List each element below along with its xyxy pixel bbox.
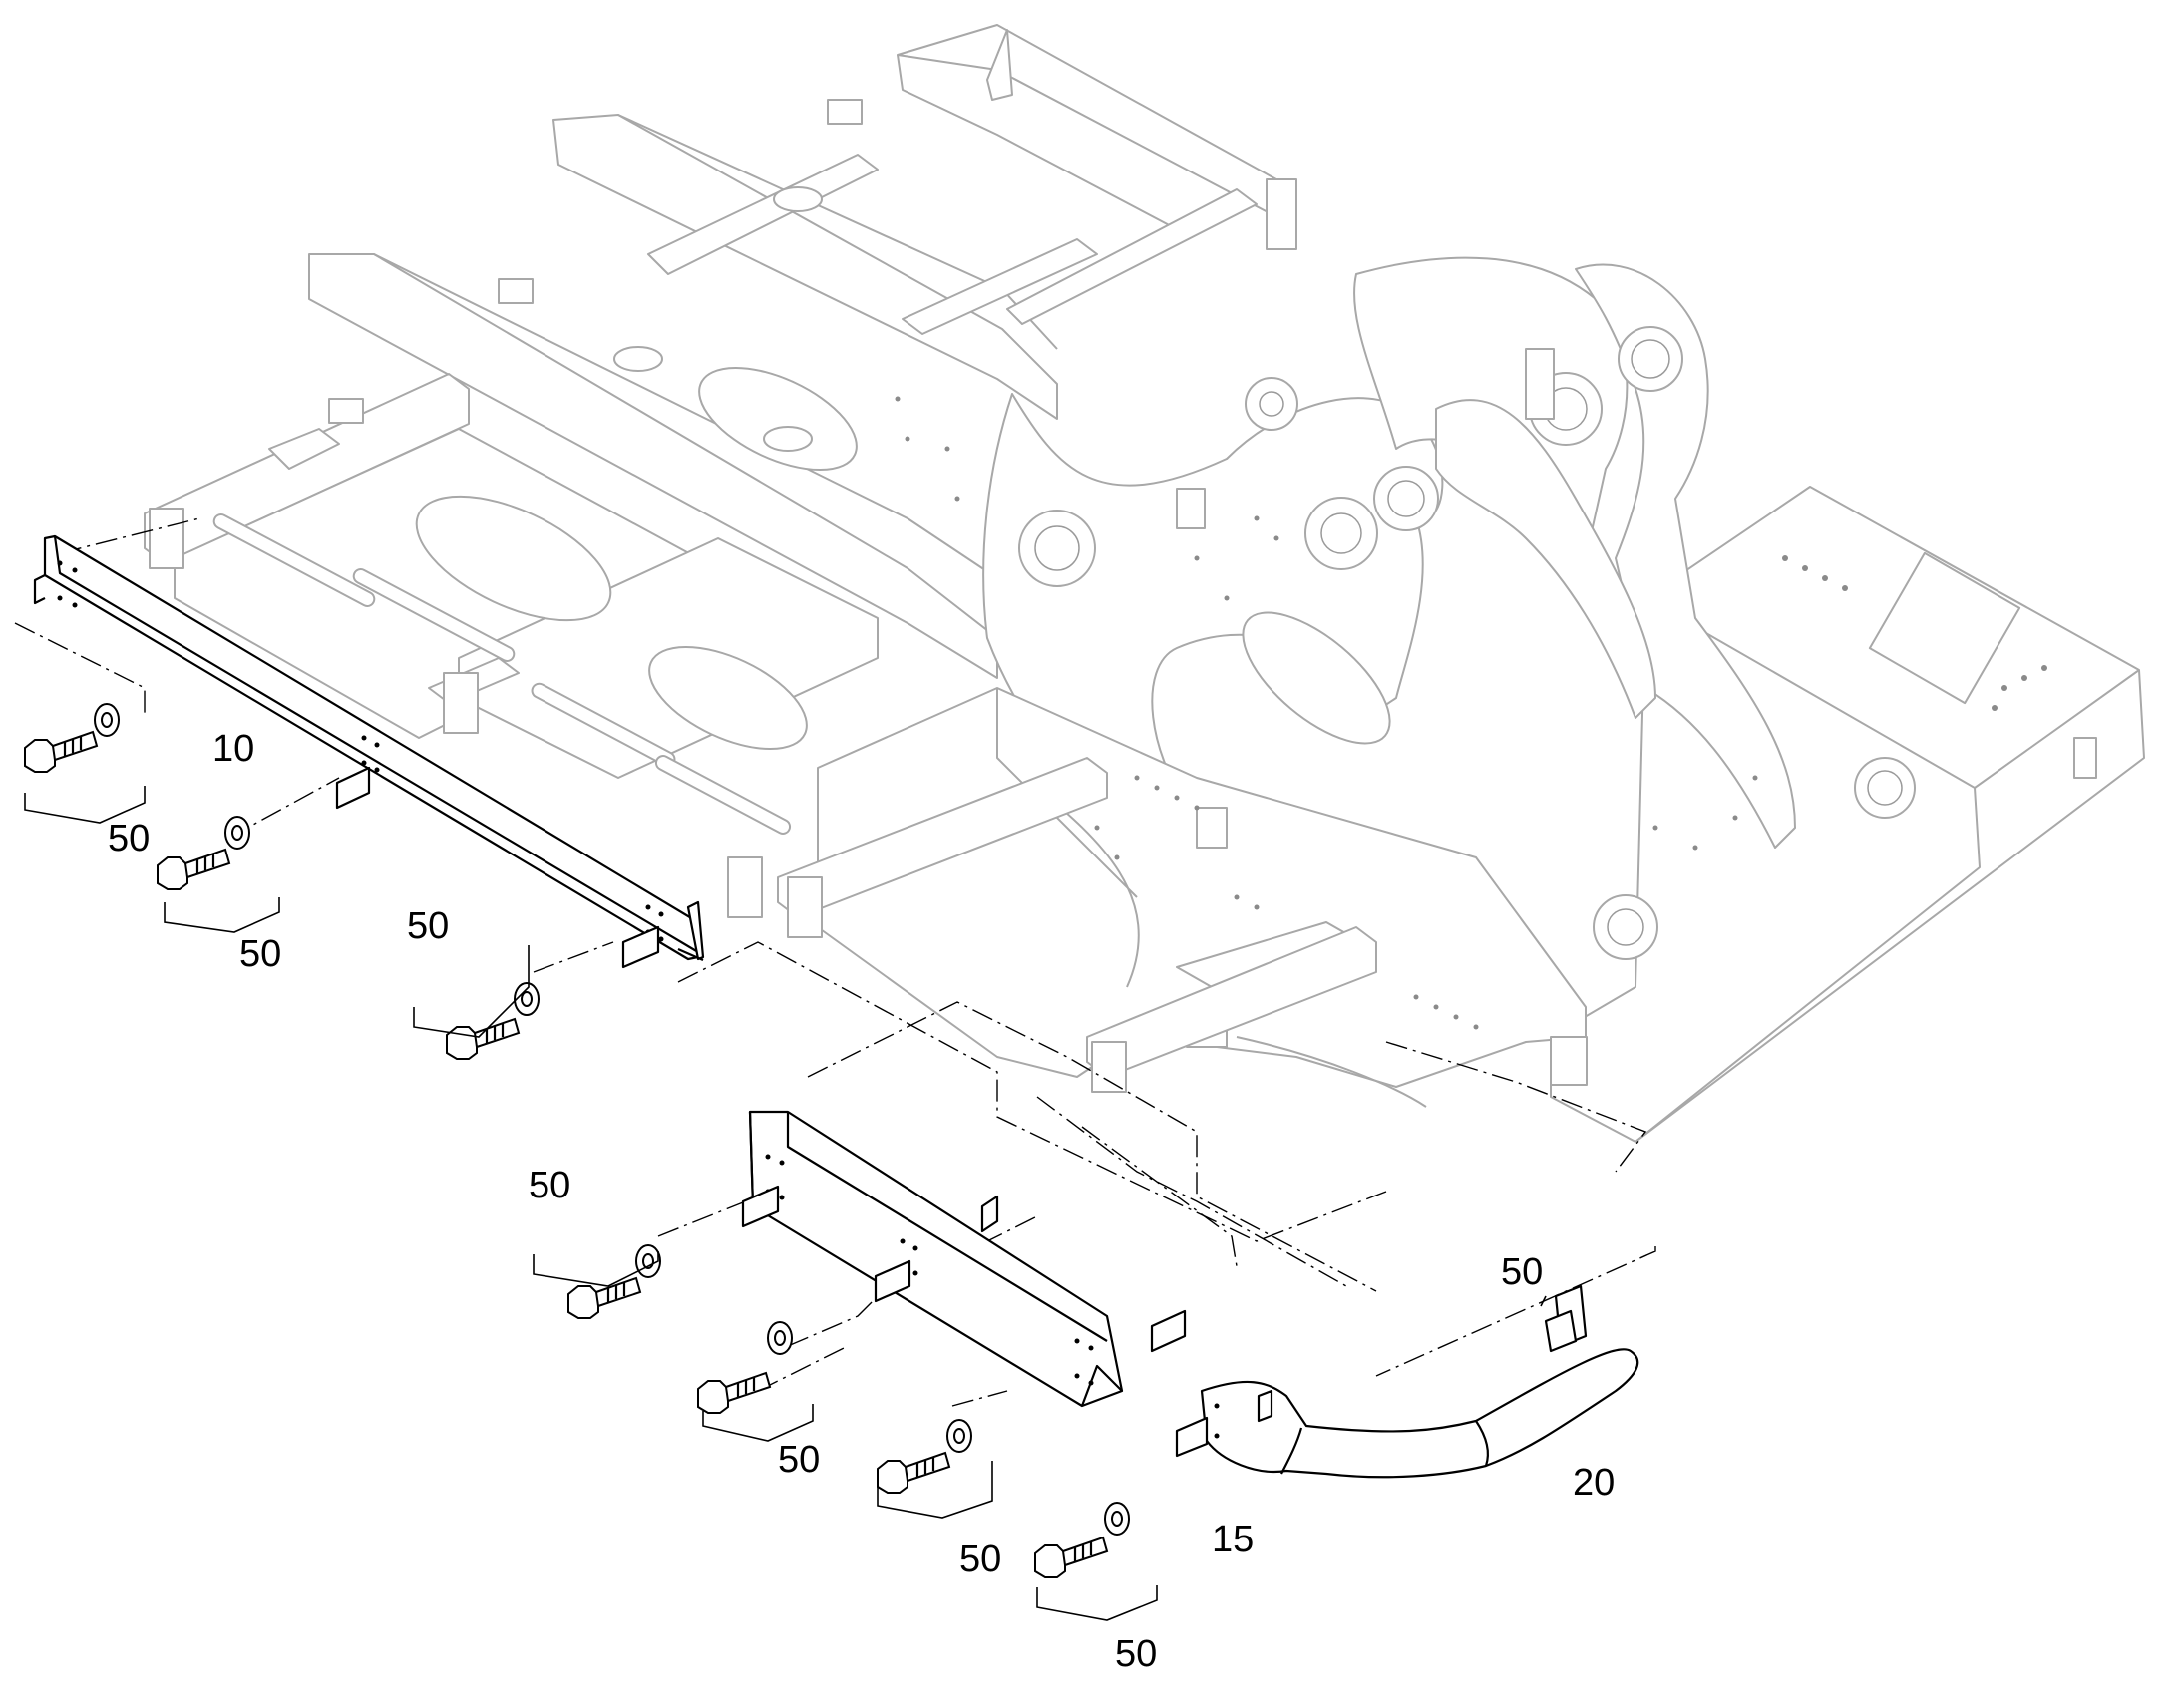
bolt-set-a: [24, 703, 146, 824]
callout-50-f: 50: [959, 1538, 1002, 1580]
part-15-angle-bracket: [741, 1110, 1187, 1408]
callout-20: 20: [1573, 1462, 1616, 1504]
bolt-set-b: [157, 816, 280, 933]
bolt-set-d: [533, 1244, 661, 1319]
callout-50-b: 50: [239, 933, 282, 975]
callout-50-e: 50: [778, 1439, 821, 1481]
callout-15: 15: [1212, 1519, 1255, 1560]
part-20-curved-guard: [1175, 1284, 1639, 1479]
callout-50-a: 50: [108, 818, 151, 859]
callout-50-d: 50: [529, 1165, 571, 1206]
bolt-set-c: [413, 945, 540, 1060]
callout-50-g: 50: [1115, 1633, 1158, 1675]
bolt-set-g: [1034, 1502, 1158, 1621]
bolt-set-h: [1540, 1295, 1547, 1307]
callout-10: 10: [212, 728, 255, 770]
callout-50-c: 50: [407, 905, 450, 947]
callout-50-h: 50: [1501, 1251, 1544, 1293]
machine-frame: [144, 24, 2145, 1143]
part-10-angle-rail: [33, 534, 705, 969]
bolt-set-f: [877, 1419, 993, 1519]
bolt-set-e: [697, 1321, 814, 1442]
